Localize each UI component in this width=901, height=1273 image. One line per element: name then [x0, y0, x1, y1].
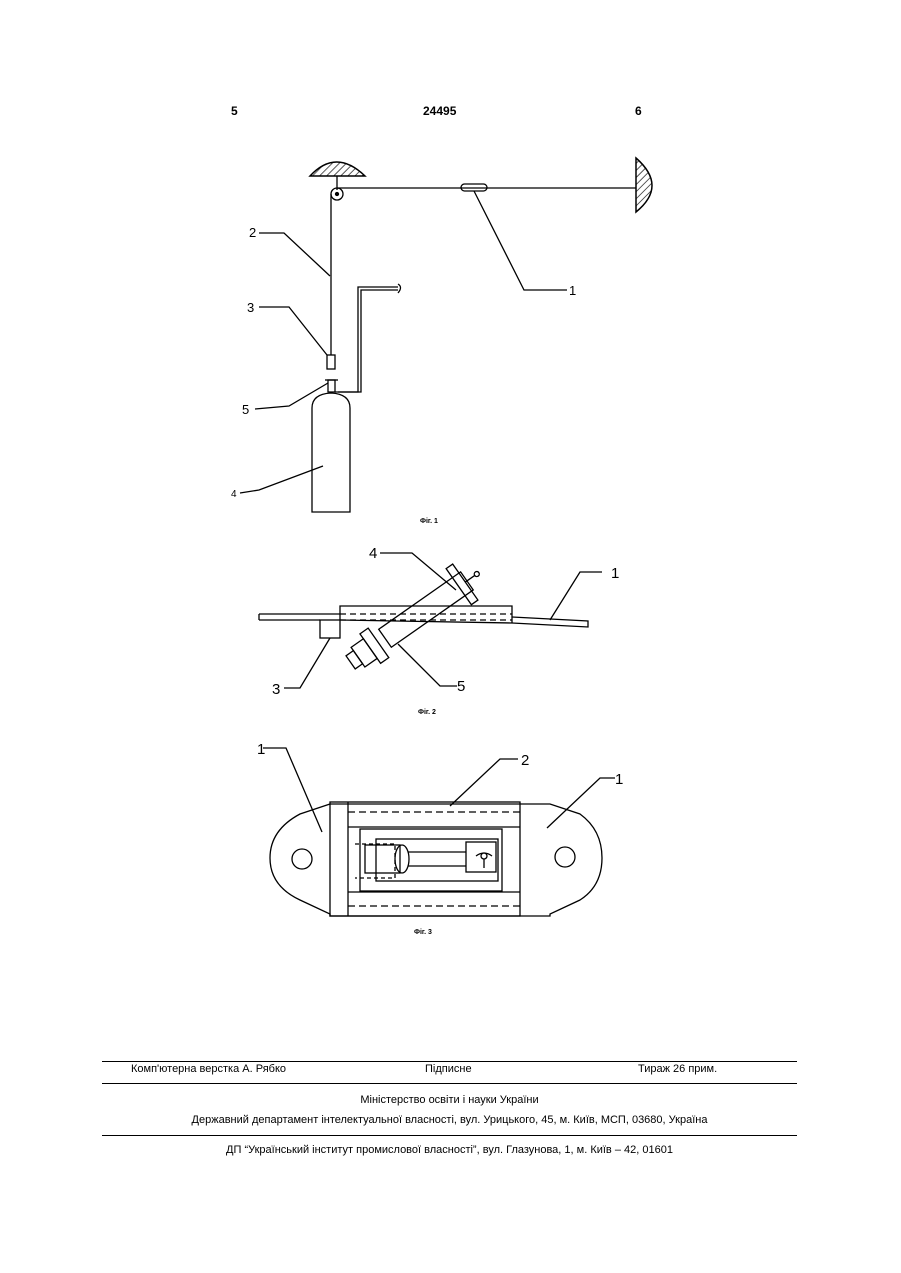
fig1-label-4: 4 [231, 489, 237, 500]
fig2-label-3: 3 [272, 681, 280, 698]
wall-support-right [636, 158, 652, 212]
fig2-label-4: 4 [369, 545, 377, 562]
ceiling-support-left [310, 162, 365, 176]
fig1-label-1: 1 [569, 283, 576, 298]
footer-rule-middle [102, 1083, 797, 1084]
mounting-hole-left [292, 849, 312, 869]
mounting-plate [270, 804, 602, 916]
fig3-caption: Фіг. 3 [414, 928, 432, 936]
fig2-caption: Фіг. 2 [418, 708, 436, 716]
valve [328, 380, 335, 392]
figure-1 [240, 158, 652, 512]
footer-signed: Підписне [425, 1063, 472, 1075]
fig3-label-2: 2 [521, 752, 529, 769]
figure-3 [263, 748, 615, 916]
figure-2 [259, 553, 602, 688]
trigger-element [327, 355, 335, 369]
fig1-label-3: 3 [247, 300, 254, 315]
footer-rule-bottom [102, 1135, 797, 1136]
footer-institute: ДП “Український інститут промислової вла… [102, 1144, 797, 1156]
fig3-label-1-right: 1 [615, 771, 623, 788]
fig1-caption: Фіг. 1 [420, 517, 438, 525]
extinguisher-bottle [312, 393, 350, 512]
cylinder-body [379, 572, 474, 647]
fig1-label-2: 2 [249, 225, 256, 240]
discharge-pipe [335, 287, 398, 392]
fig2-label-1: 1 [611, 565, 619, 582]
cylinder-head [360, 628, 389, 663]
trigger-element [320, 620, 340, 638]
mounting-hole-right [555, 847, 575, 867]
footer-layout-credit: Комп'ютерна верстка А. Рябко [131, 1063, 286, 1075]
footer-department: Державний департамент інтелектуальної вл… [102, 1114, 797, 1126]
fig3-label-1-left: 1 [257, 741, 265, 758]
fig1-label-5: 5 [242, 402, 249, 417]
fig2-label-5: 5 [457, 678, 465, 695]
housing [330, 802, 520, 916]
footer-circulation: Тираж 26 прим. [638, 1063, 717, 1075]
footer-rule-top [102, 1061, 797, 1062]
footer-ministry: Міністерство освіти і науки України [102, 1094, 797, 1106]
